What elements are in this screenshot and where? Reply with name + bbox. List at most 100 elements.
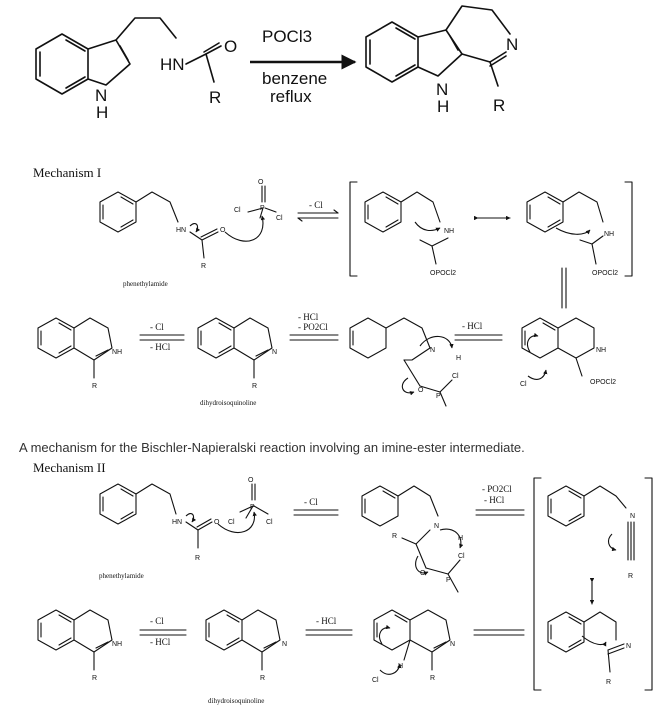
label-indole-h: H (96, 103, 108, 122)
m1-hn: HN (176, 227, 186, 234)
m1-lower-right-cation (521, 317, 595, 380)
m2-minus-cl: - Cl (304, 497, 318, 507)
m1-p: P (260, 205, 265, 212)
m1-nh-iminium: NH (112, 349, 122, 356)
m1-eq-hcl-po2cl (289, 334, 339, 341)
m2-arenium (373, 609, 451, 675)
m1-n-cyc: N (430, 347, 435, 354)
m2-cl-b: Cl (266, 519, 273, 526)
m2-n-arenium: N (450, 641, 455, 648)
m1-eq-hcl-right (454, 334, 503, 341)
m1-p-cyc: P (436, 393, 441, 400)
m1-p-o: O (258, 179, 264, 186)
m2-cl-arenium: Cl (372, 677, 379, 684)
label-product-r: R (493, 96, 505, 115)
m1-nh-c: NH (596, 347, 606, 354)
m2-nh-iminium: NH (112, 641, 122, 648)
m1-nh-b: NH (604, 231, 614, 238)
m2-n-cyc: N (434, 523, 439, 530)
m1-resonance-bracket (349, 181, 633, 277)
m2-n-product: N (282, 641, 287, 648)
m2-n-nitrilium: N (630, 513, 635, 520)
m2-cl-cyc: Cl (458, 553, 465, 560)
caption: A mechanism for the Bischler-Napieralski… (19, 440, 525, 455)
m2-o: O (214, 519, 220, 526)
m2-phenethylamide-label: phenethylamide (99, 572, 144, 580)
m2-nitrilium-bracket (533, 477, 653, 691)
m2-r-nitrilium: R (628, 573, 633, 580)
label-product-h: H (437, 97, 449, 116)
label-hn: HN (160, 55, 185, 74)
m2-eq-po2cl-hcl (475, 509, 525, 516)
m1-opocl2-b: OPOCl2 (592, 270, 618, 277)
m2-r-iminium: R (92, 675, 97, 682)
m1-minus-hcl-mid: - HCl (298, 312, 319, 322)
m1-r: R (201, 263, 206, 270)
m1-cl-b: Cl (276, 215, 283, 222)
reagent-label: POCl3 (262, 27, 312, 46)
m1-product-label: dihydroisoquinoline (200, 399, 256, 407)
m1-equilibrium-1 (297, 209, 339, 222)
m2-r-cyc: R (392, 533, 397, 540)
m1-left-minus-hcl: - HCl (150, 342, 171, 352)
m2-p-o: O (248, 477, 254, 484)
label-product-n: N (506, 35, 518, 54)
m1-left-minus-cl: - Cl (150, 322, 164, 332)
m2-dihydroisoquinoline (205, 609, 281, 671)
m2-eq-left (139, 629, 187, 636)
label-r: R (209, 88, 221, 107)
m2-left-minus-hcl: - HCl (150, 637, 171, 647)
m2-eq-hcl-mid (305, 629, 353, 636)
m1-pocl3 (224, 185, 277, 242)
m1-cl-c: Cl (520, 381, 527, 388)
m2-n-carb: N (626, 643, 631, 650)
m2-eq-cl (293, 509, 339, 516)
m2-minus-po2cl: - PO2Cl (482, 484, 512, 494)
m1-cl-cyc: Cl (452, 373, 459, 380)
m1-opocl2-c: OPOCl2 (590, 379, 616, 386)
m2-r-carb: R (606, 679, 611, 686)
m1-o: O (220, 227, 226, 234)
label-indole-n: N (95, 86, 107, 105)
m2-left-minus-cl: - Cl (150, 616, 164, 626)
m1-h-cyc: H (456, 355, 461, 362)
m1-minus-cl: - Cl (309, 200, 323, 210)
mechanism1-title: Mechanism I (33, 165, 101, 180)
m1-o-cyc: O (418, 387, 424, 394)
m1-minus-po2cl-mid: - PO2Cl (298, 322, 328, 332)
m2-phenethylamide (99, 483, 213, 549)
m2-product-label: dihydroisoquinoline (208, 697, 264, 705)
m2-r: R (195, 555, 200, 562)
m2-p: P (250, 504, 255, 511)
label-o: O (224, 37, 237, 56)
m2-h-cyc: H (458, 535, 463, 542)
m2-cyclic-phosphate (361, 485, 464, 593)
m1-vertical-equilibrium (561, 267, 567, 309)
m1-n-product: N (272, 349, 277, 356)
m2-cl-a: Cl (228, 519, 235, 526)
m1-minus-hcl-right: - HCl (462, 321, 483, 331)
m2-r-product: R (260, 675, 265, 682)
m1-eq-left (139, 334, 185, 341)
m2-o-cyc: O (420, 570, 426, 577)
m1-phenethylamide-label: phenethylamide (123, 280, 168, 288)
top-product-dihydro-beta-carboline (365, 5, 511, 87)
m1-phenethylamide (99, 191, 219, 259)
m1-nh-a: NH (444, 228, 454, 235)
m1-dihydroisoquinoline (197, 317, 273, 379)
m2-iminium (37, 609, 113, 671)
m2-pocl3 (217, 483, 269, 533)
m1-cl-a: Cl (234, 207, 241, 214)
mechanism2-title: Mechanism II (33, 460, 106, 475)
m2-p-cyc: P (446, 577, 451, 584)
m2-h-arenium: H (398, 663, 403, 670)
m2-r-arenium: R (430, 675, 435, 682)
label-product-nh: N (436, 80, 448, 99)
m2-minus-hcl: - HCl (484, 495, 505, 505)
condition-benzene: benzene (262, 69, 327, 88)
m2-eq-bracket-left (473, 629, 525, 636)
m2-hn: HN (172, 519, 182, 526)
m1-cyclic-intermediate (349, 317, 454, 407)
m1-opocl2-a: OPOCl2 (430, 270, 456, 277)
